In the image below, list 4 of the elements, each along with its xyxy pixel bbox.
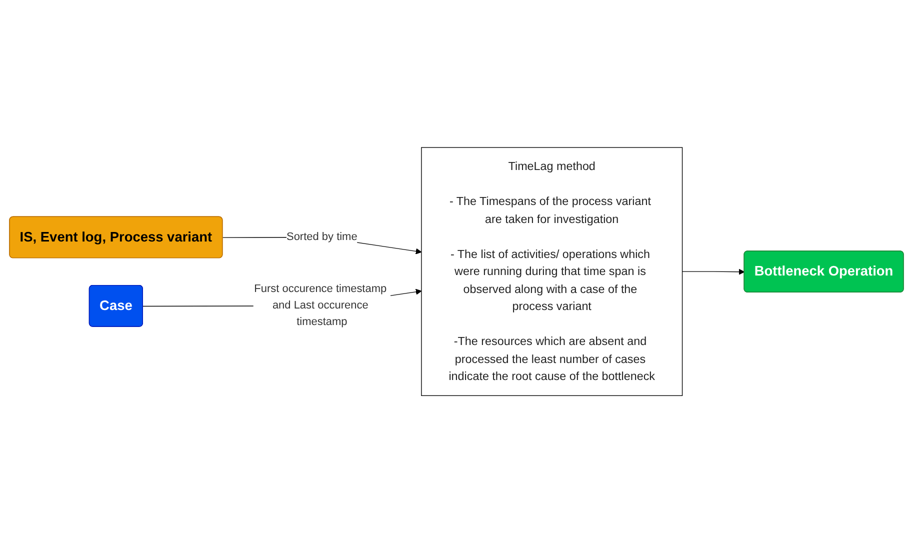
edge-label: Furst occurence timestamp and Last occurence timestamp xyxy=(254,284,387,328)
edge-label: Sorted by time xyxy=(286,232,358,244)
arrow xyxy=(682,269,745,276)
node-box: TimeLag method - The Timespans of the process variant are taken for investigation - The list of activities/ operations which were running during that time span is observed along with a case of the process variant -The resources which are absent and processed the least number of cases indicate the root cause of the bottleneck xyxy=(421,148,683,396)
